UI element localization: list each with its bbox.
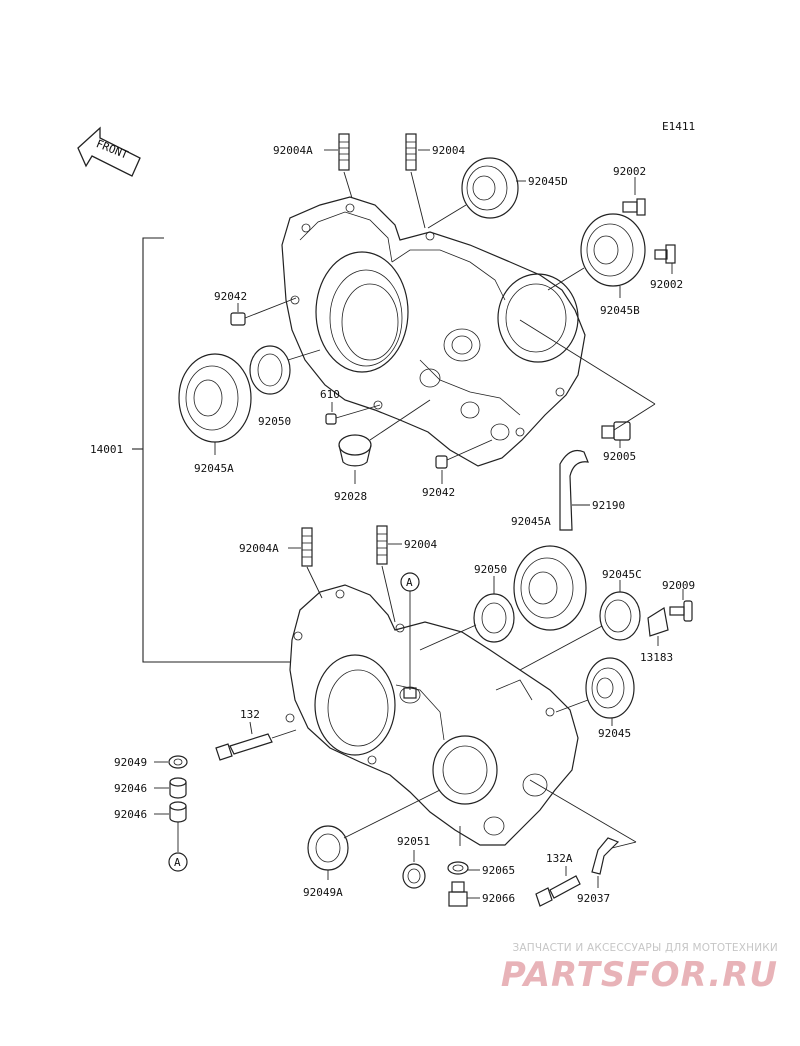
label-92066: 92066: [482, 892, 515, 905]
dowel-pin-icon: [435, 455, 448, 469]
diagram-code: E1411: [662, 120, 695, 133]
crankcase-set-bracket: [132, 237, 290, 663]
label-92009: 92009: [662, 579, 695, 592]
label-92045: 92045: [598, 727, 631, 740]
ref-a-label-1: A: [406, 576, 413, 589]
watermark-logo: PARTSFOR.RU: [500, 955, 778, 995]
label-92049: 92049: [114, 756, 147, 769]
label-92046-b: 92046: [114, 808, 147, 821]
label-92028: 92028: [334, 490, 367, 503]
label-92051: 92051: [397, 835, 430, 848]
fitting-icon: [601, 421, 631, 441]
label-92002-b: 92002: [650, 278, 683, 291]
drain-plug-icon: [448, 881, 468, 907]
bearing-icon: [461, 157, 519, 219]
bolt-icon: [215, 733, 273, 761]
oil-seal-icon: [249, 345, 291, 395]
bearing-icon: [599, 591, 641, 641]
oil-jet-icon: [403, 687, 417, 699]
oil-seal-icon: [307, 825, 349, 871]
collar-icon: [338, 434, 372, 467]
bearing-icon: [580, 213, 646, 287]
label-92045D: 92045D: [528, 175, 568, 188]
label-92042-mid: 92042: [422, 486, 455, 499]
oil-seal-icon: [473, 593, 515, 643]
label-92045A: 92045A: [194, 462, 234, 475]
label-92002-a: 92002: [613, 165, 646, 178]
lower-crankcase-half: [285, 584, 579, 846]
stud-bolt-icon: [301, 527, 313, 567]
stud-bolt-icon: [405, 133, 417, 171]
label-92046-a: 92046: [114, 782, 147, 795]
label-92050-low: 92050: [474, 563, 507, 576]
label-92005: 92005: [603, 450, 636, 463]
collar-icon: [169, 777, 187, 799]
label-92004A-top: 92004A: [273, 144, 313, 157]
upper-crankcase-half: [281, 196, 586, 467]
stud-bolt-icon: [338, 133, 350, 171]
bearing-icon: [585, 657, 635, 719]
label-132A: 132A: [546, 852, 573, 865]
bearing-icon: [178, 353, 252, 443]
label-92050-top: 92050: [258, 415, 291, 428]
washer-icon: [447, 861, 469, 875]
bolt-icon: [535, 875, 581, 907]
bolt-icon: [654, 244, 676, 264]
plate-icon: [647, 607, 669, 637]
label-92042-top: 92042: [214, 290, 247, 303]
label-92049A: 92049A: [303, 886, 343, 899]
front-arrow-icon: FRONT: [77, 126, 141, 177]
label-14001: 14001: [90, 443, 123, 456]
label-92004-top: 92004: [432, 144, 465, 157]
label-132: 132: [240, 708, 260, 721]
label-13183: 13183: [640, 651, 673, 664]
label-92190: 92190: [592, 499, 625, 512]
washer-icon: [168, 755, 188, 769]
hose-icon: [559, 449, 589, 531]
label-92065: 92065: [482, 864, 515, 877]
label-92045C: 92045C: [602, 568, 642, 581]
label-92045B: 92045B: [600, 304, 640, 317]
label-92045A-mid: 92045A: [511, 515, 551, 528]
label-92037: 92037: [577, 892, 610, 905]
stud-bolt-icon: [376, 525, 388, 565]
label-610: 610: [320, 388, 340, 401]
label-92004A-low: 92004A: [239, 542, 279, 555]
collar-icon: [169, 801, 187, 823]
ref-a-marker: [168, 852, 188, 872]
dowel-pin-icon: [230, 312, 246, 326]
oil-seal-icon: [402, 863, 426, 889]
pin-icon: [325, 413, 337, 425]
ref-a-label-2: A: [174, 856, 181, 869]
bearing-icon: [513, 545, 587, 631]
clamp-icon: [591, 837, 620, 875]
watermark-caption: ЗАПЧАСТИ И АКСЕССУАРЫ ДЛЯ МОТОТЕХНИКИ: [512, 942, 778, 954]
label-92004-low: 92004: [404, 538, 437, 551]
bolt-icon: [622, 198, 646, 216]
screw-icon: [669, 600, 693, 622]
